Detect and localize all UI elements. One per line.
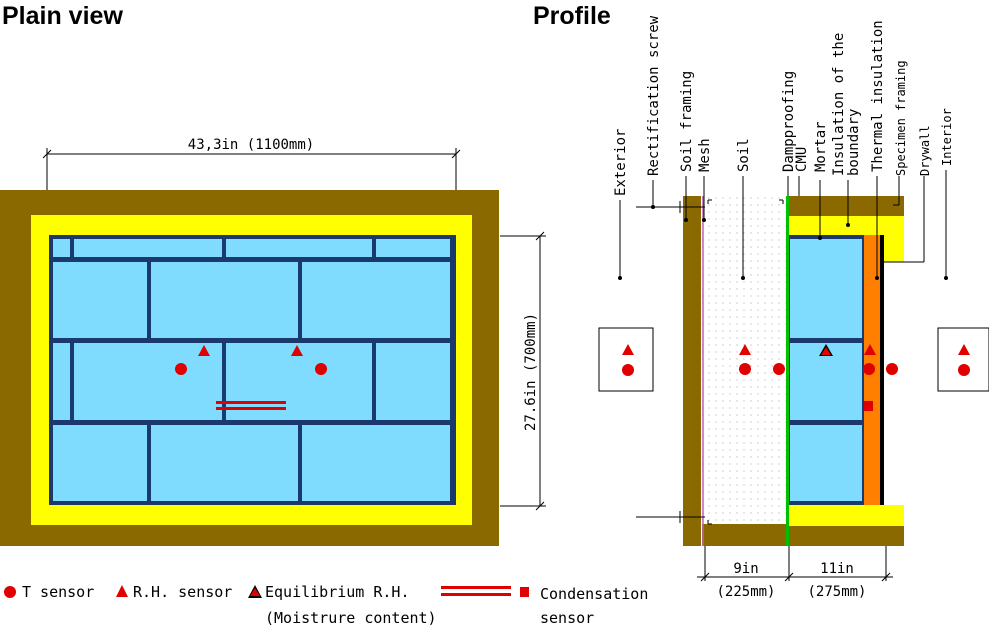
rh-sensor-marker — [864, 344, 876, 355]
soil-layer — [702, 196, 786, 524]
boundary-insulation-bottom — [789, 505, 904, 526]
label-dampproofing: Dampproofing — [781, 71, 797, 172]
dim-soil-mm-label: (225mm) — [716, 584, 775, 600]
legend-equilibrium-rh-label: Equilibrium R.H. — [265, 583, 410, 601]
legend-t-sensor-icon — [4, 586, 16, 598]
rh-sensor-marker — [739, 344, 751, 355]
t-sensor-marker — [886, 363, 898, 375]
legend-condensation-label: Condensation — [540, 585, 648, 603]
t-sensor-marker — [622, 364, 634, 376]
label-interior: Interior — [940, 108, 954, 166]
legend-condensation-line-icon — [441, 586, 511, 596]
width-dimension: 43,3in (1100mm) — [42, 137, 461, 190]
condensation-sensor-marker — [864, 401, 873, 411]
label-drywall: Drywall — [918, 125, 932, 176]
dim-wall-mm-label: (275mm) — [807, 584, 866, 600]
profile-dimensions: 9in (225mm) 11in (275mm) — [697, 546, 893, 600]
plain-view-specimen — [0, 190, 499, 546]
label-thermal-insulation: Thermal insulation — [870, 20, 886, 172]
t-sensor-marker — [739, 363, 751, 375]
exterior-sensor-box — [598, 327, 654, 392]
cmu-blocks — [53, 239, 450, 501]
legend-equilibrium-rh-sub: (Moistrure content) — [265, 609, 437, 627]
label-soil: Soil — [736, 138, 752, 172]
label-mesh: Mesh — [697, 138, 713, 172]
dim-wall-label: 11in — [820, 561, 854, 577]
interior-gap — [884, 262, 904, 505]
label-cmu: CMU — [794, 147, 810, 172]
profile-section — [598, 196, 989, 546]
legend-condensation-sub: sensor — [540, 609, 594, 627]
label-mortar: Mortar — [813, 121, 829, 172]
height-dimension-label: 27.6in (700mm) — [523, 313, 539, 431]
t-sensor-marker — [958, 364, 970, 376]
label-specimen-framing: Specimen framing — [894, 60, 908, 176]
soil-framing — [683, 196, 701, 546]
interior-sensor-box — [937, 327, 989, 392]
label-exterior: Exterior — [613, 129, 629, 196]
legend-t-sensor-label: T sensor — [22, 583, 94, 601]
drywall-layer — [880, 235, 884, 505]
soil-framing-bottom — [702, 524, 786, 546]
svg-text:boundary: boundary — [846, 109, 862, 176]
profile-cmu-block — [790, 239, 862, 338]
label-soil-framing: Soil framing — [679, 71, 695, 172]
profile-title: Profile — [533, 2, 611, 30]
profile-leaders — [618, 170, 948, 280]
width-dimension-label: 43,3in (1100mm) — [188, 137, 314, 153]
rh-sensor-marker — [291, 345, 303, 356]
legend-condensation-square-icon — [520, 587, 529, 597]
t-sensor-marker — [315, 363, 327, 375]
height-dimension: 27.6in (700mm) — [500, 231, 546, 511]
legend: T sensor R.H. sensor Equilibrium R.H. (M… — [4, 583, 648, 627]
dampproofing-layer — [786, 196, 789, 546]
rh-sensor-marker — [622, 344, 634, 355]
profile-cmu-block — [790, 425, 862, 501]
condensation-sensor-marker — [216, 401, 286, 410]
profile-labels: Exterior Rectification screw Soil framin… — [613, 15, 954, 196]
label-boundary-insulation: Insulation of the boundary — [831, 33, 862, 176]
specimen-framing-top — [789, 196, 904, 216]
dim-soil-label: 9in — [733, 561, 758, 577]
t-sensor-marker — [175, 363, 187, 375]
rh-sensor-marker — [198, 345, 210, 356]
t-sensor-marker — [863, 363, 875, 375]
rh-sensor-marker — [958, 344, 970, 355]
legend-rh-sensor-icon — [116, 585, 128, 597]
svg-text:Insulation of the: Insulation of the — [831, 33, 847, 176]
legend-rh-sensor-label: R.H. sensor — [133, 583, 232, 601]
specimen-framing-bottom — [789, 526, 904, 546]
label-rectification-screw: Rectification screw — [646, 15, 662, 176]
plain-view-title: Plain view — [2, 2, 123, 30]
t-sensor-marker — [773, 363, 785, 375]
